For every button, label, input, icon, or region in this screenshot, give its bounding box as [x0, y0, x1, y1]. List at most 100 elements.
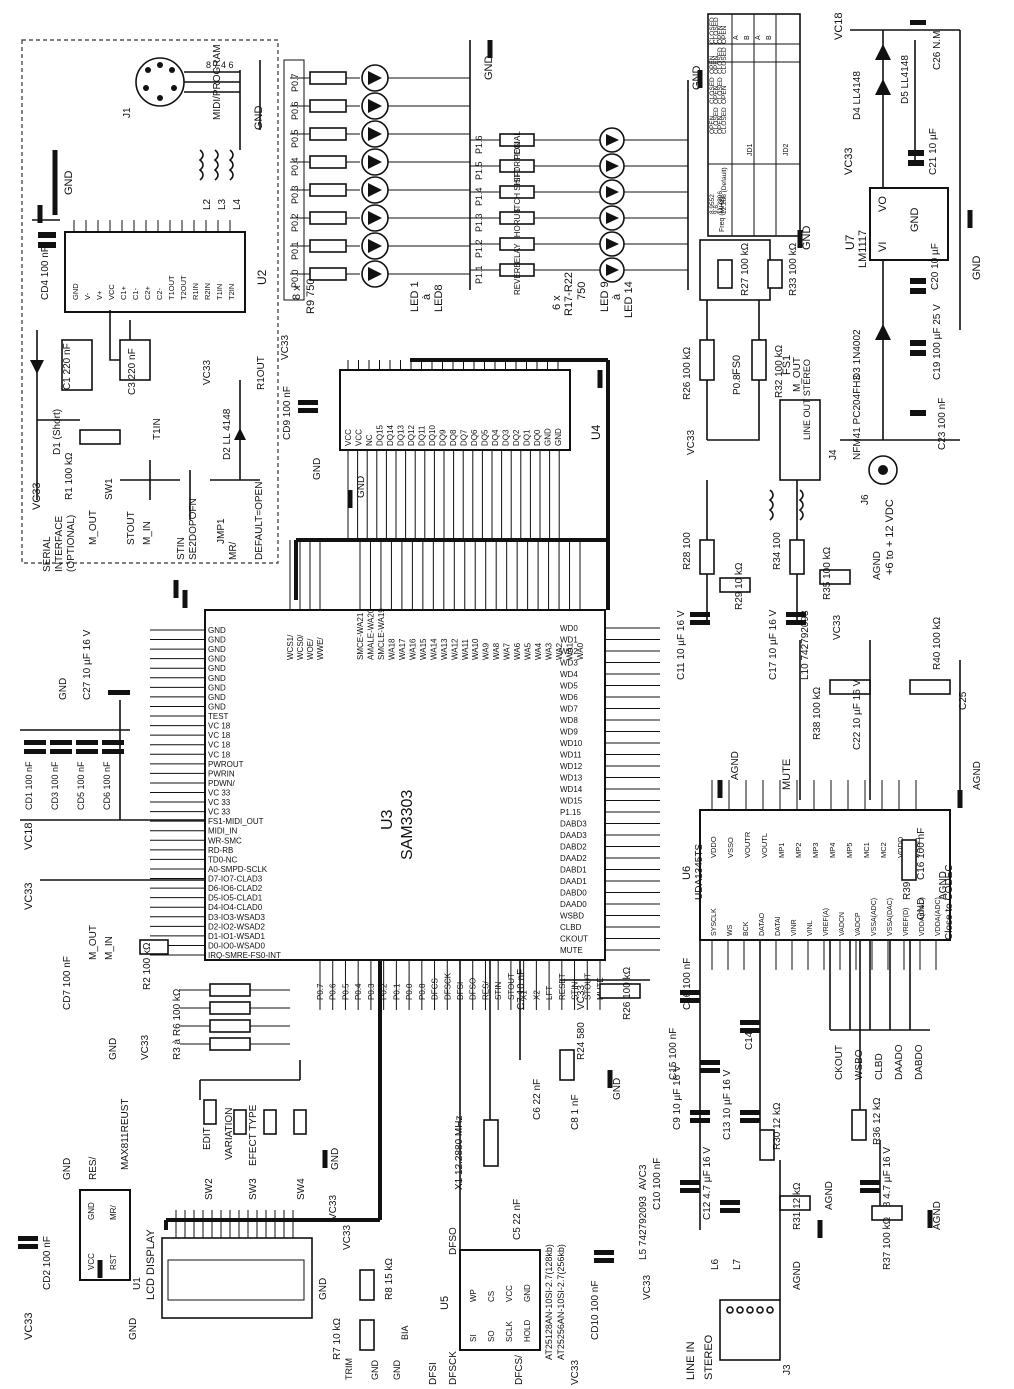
- svg-text:750: 750: [576, 282, 588, 300]
- capacitor-icon: [700, 1060, 720, 1065]
- led-bank-1: P0.7P0.6P0.5P0.4P0.3P0.2P0.1P0.0: [283, 59, 470, 301]
- u3-right-pin: WD9: [560, 728, 578, 737]
- svg-text:VC33: VC33: [686, 430, 697, 455]
- u2-label: U2: [255, 269, 269, 285]
- led-resistor: [309, 183, 347, 197]
- u3-right-pin: DAAD2: [560, 854, 587, 863]
- serial-interface-label: SERIAL INTERFACE (OPTIONAL): [42, 515, 77, 572]
- u2-pin: GND: [71, 283, 80, 300]
- u3-top-pin: WCS0/: [296, 634, 305, 660]
- j1-label: J1: [122, 107, 133, 118]
- freq-cell: 11.2896: [717, 191, 724, 214]
- u6-pin: VDDA(ADC): [935, 897, 942, 936]
- u3-bottom-pin: X2: [532, 990, 541, 1000]
- cd5-label: CD5 100 nF: [76, 761, 86, 810]
- freq-cell: CLOSED: [713, 107, 720, 134]
- u3-left-pin: WR-SMC: [208, 836, 242, 845]
- jack-pin: [756, 1306, 764, 1314]
- svg-text:LED 9: LED 9: [599, 281, 611, 312]
- svg-text:LM1117: LM1117: [857, 230, 869, 268]
- svg-text:BIA: BIA: [400, 1325, 410, 1340]
- u3-left-pin: VC 33: [208, 798, 231, 807]
- u3-left-pin: GND: [208, 702, 226, 711]
- effect-name: PITCH SHIFT: [513, 168, 522, 217]
- svg-text:C9 10 µF 16 V: C9 10 µF 16 V: [672, 1065, 683, 1130]
- svg-text:R17-R22: R17-R22: [563, 272, 575, 316]
- u3-left-pin: GND: [208, 655, 226, 664]
- freq-cell: CLOSED: [713, 17, 720, 44]
- svg-text:RES/: RES/: [88, 1156, 99, 1180]
- u6-pin: VREF(D): [903, 908, 910, 936]
- svg-text:R34 100: R34 100: [772, 532, 783, 570]
- u4-pin: DQ11: [418, 425, 427, 446]
- svg-text:VI: VI: [877, 242, 889, 252]
- svg-text:à: à: [611, 293, 623, 300]
- u3-left-pin: RD-RB: [208, 846, 233, 855]
- svg-text:C14: C14: [744, 1031, 755, 1050]
- freq-cell: 9.6: [713, 205, 720, 214]
- r27-resistor: [717, 259, 733, 289]
- svg-text:DABDO: DABDO: [914, 1044, 925, 1080]
- freq-cell: 8.9552: [709, 194, 716, 214]
- u5-pin: GND: [523, 1284, 532, 1302]
- u3-left-pin: D1-IO1-WSAD1: [208, 932, 265, 941]
- switch-icon[interactable]: [293, 1109, 307, 1135]
- svg-text:C26 N.M: C26 N.M: [932, 31, 943, 70]
- u3-right-pin: WD14: [560, 785, 583, 794]
- svg-text:R40 100 kΩ: R40 100 kΩ: [932, 616, 943, 670]
- u3-right-pin: WD0: [560, 624, 578, 633]
- svg-text:INTERFACE: INTERFACE: [54, 516, 65, 572]
- u3-right-pin: WD13: [560, 774, 583, 783]
- freq-cell: OPEN: [721, 85, 728, 104]
- svg-text:VARIATION: VARIATION: [224, 1108, 235, 1160]
- u4-pin: DQ8: [449, 429, 458, 446]
- u3-right-pin: WD6: [560, 693, 578, 702]
- svg-text:VC33: VC33: [202, 360, 213, 385]
- u3-right-pin: WD15: [560, 797, 583, 806]
- u5-pin: HOLD: [523, 1320, 532, 1342]
- u3-left-pin: D2-IO2-WSAD2: [208, 922, 265, 931]
- switch-icon[interactable]: [263, 1109, 277, 1135]
- svg-text:C21 10 µF: C21 10 µF: [928, 128, 939, 175]
- u3-left-pin: IRQ-SMRE-FS0-INT: [208, 951, 281, 960]
- midi-pin-numbers: 8 7 4 6: [206, 60, 234, 70]
- capacitor-icon: [860, 1180, 880, 1185]
- u3-right-pin: DABD0: [560, 889, 587, 898]
- svg-text:TRIM: TRIM: [344, 1358, 354, 1380]
- u3-bottom-pin: STOUT: [583, 973, 592, 1000]
- u3-top-pin: WA0: [576, 642, 585, 660]
- svg-text:U5: U5: [439, 1296, 451, 1310]
- u3-bottom-pin: RES/: [481, 981, 490, 1000]
- svg-text:R26 100 kΩ: R26 100 kΩ: [622, 966, 633, 1020]
- u3-top-pin: SMCLE-WA19: [377, 608, 386, 660]
- svg-text:C23 100 nF: C23 100 nF: [937, 398, 948, 450]
- freq-subheader: B: [766, 35, 773, 40]
- svg-text:DAADO: DAADO: [894, 1044, 905, 1080]
- svg-text:6 x: 6 x: [551, 295, 563, 310]
- u3-bottom-pin: STIN: [571, 982, 580, 1000]
- u6-pin: VADCN: [839, 912, 846, 936]
- r26b-resistor: [599, 983, 641, 999]
- u4-pin: DQ9: [439, 429, 448, 446]
- svg-text:GND: GND: [128, 1318, 139, 1340]
- svg-text:C8 1 nF: C8 1 nF: [570, 1094, 581, 1130]
- cd5-capacitor: [76, 740, 98, 745]
- svg-text:R26 100 kΩ: R26 100 kΩ: [682, 346, 693, 400]
- switch-icon[interactable]: [203, 1099, 217, 1125]
- u3-bottom-pin: LFT: [545, 986, 554, 1000]
- cd4-label: CD4 100 nF: [40, 246, 51, 300]
- u4-label: U4: [589, 424, 603, 440]
- svg-text:Close to CODEC: Close to CODEC: [944, 864, 955, 940]
- svg-text:AGND: AGND: [872, 551, 883, 580]
- u5-pin: WP: [469, 1289, 478, 1302]
- svg-text:CD7 100 nF: CD7 100 nF: [62, 956, 73, 1010]
- u3-top-pin: WA6: [513, 642, 522, 660]
- se2-label: SE2DOPOFN: [188, 498, 199, 560]
- sw1-label: SW1: [104, 478, 115, 500]
- u5-pin: SO: [487, 1330, 496, 1342]
- switch-icon[interactable]: [233, 1109, 247, 1135]
- svg-text:AGND: AGND: [730, 751, 741, 780]
- capacitor-icon: [720, 1200, 740, 1205]
- svg-text:VC33: VC33: [140, 1035, 151, 1060]
